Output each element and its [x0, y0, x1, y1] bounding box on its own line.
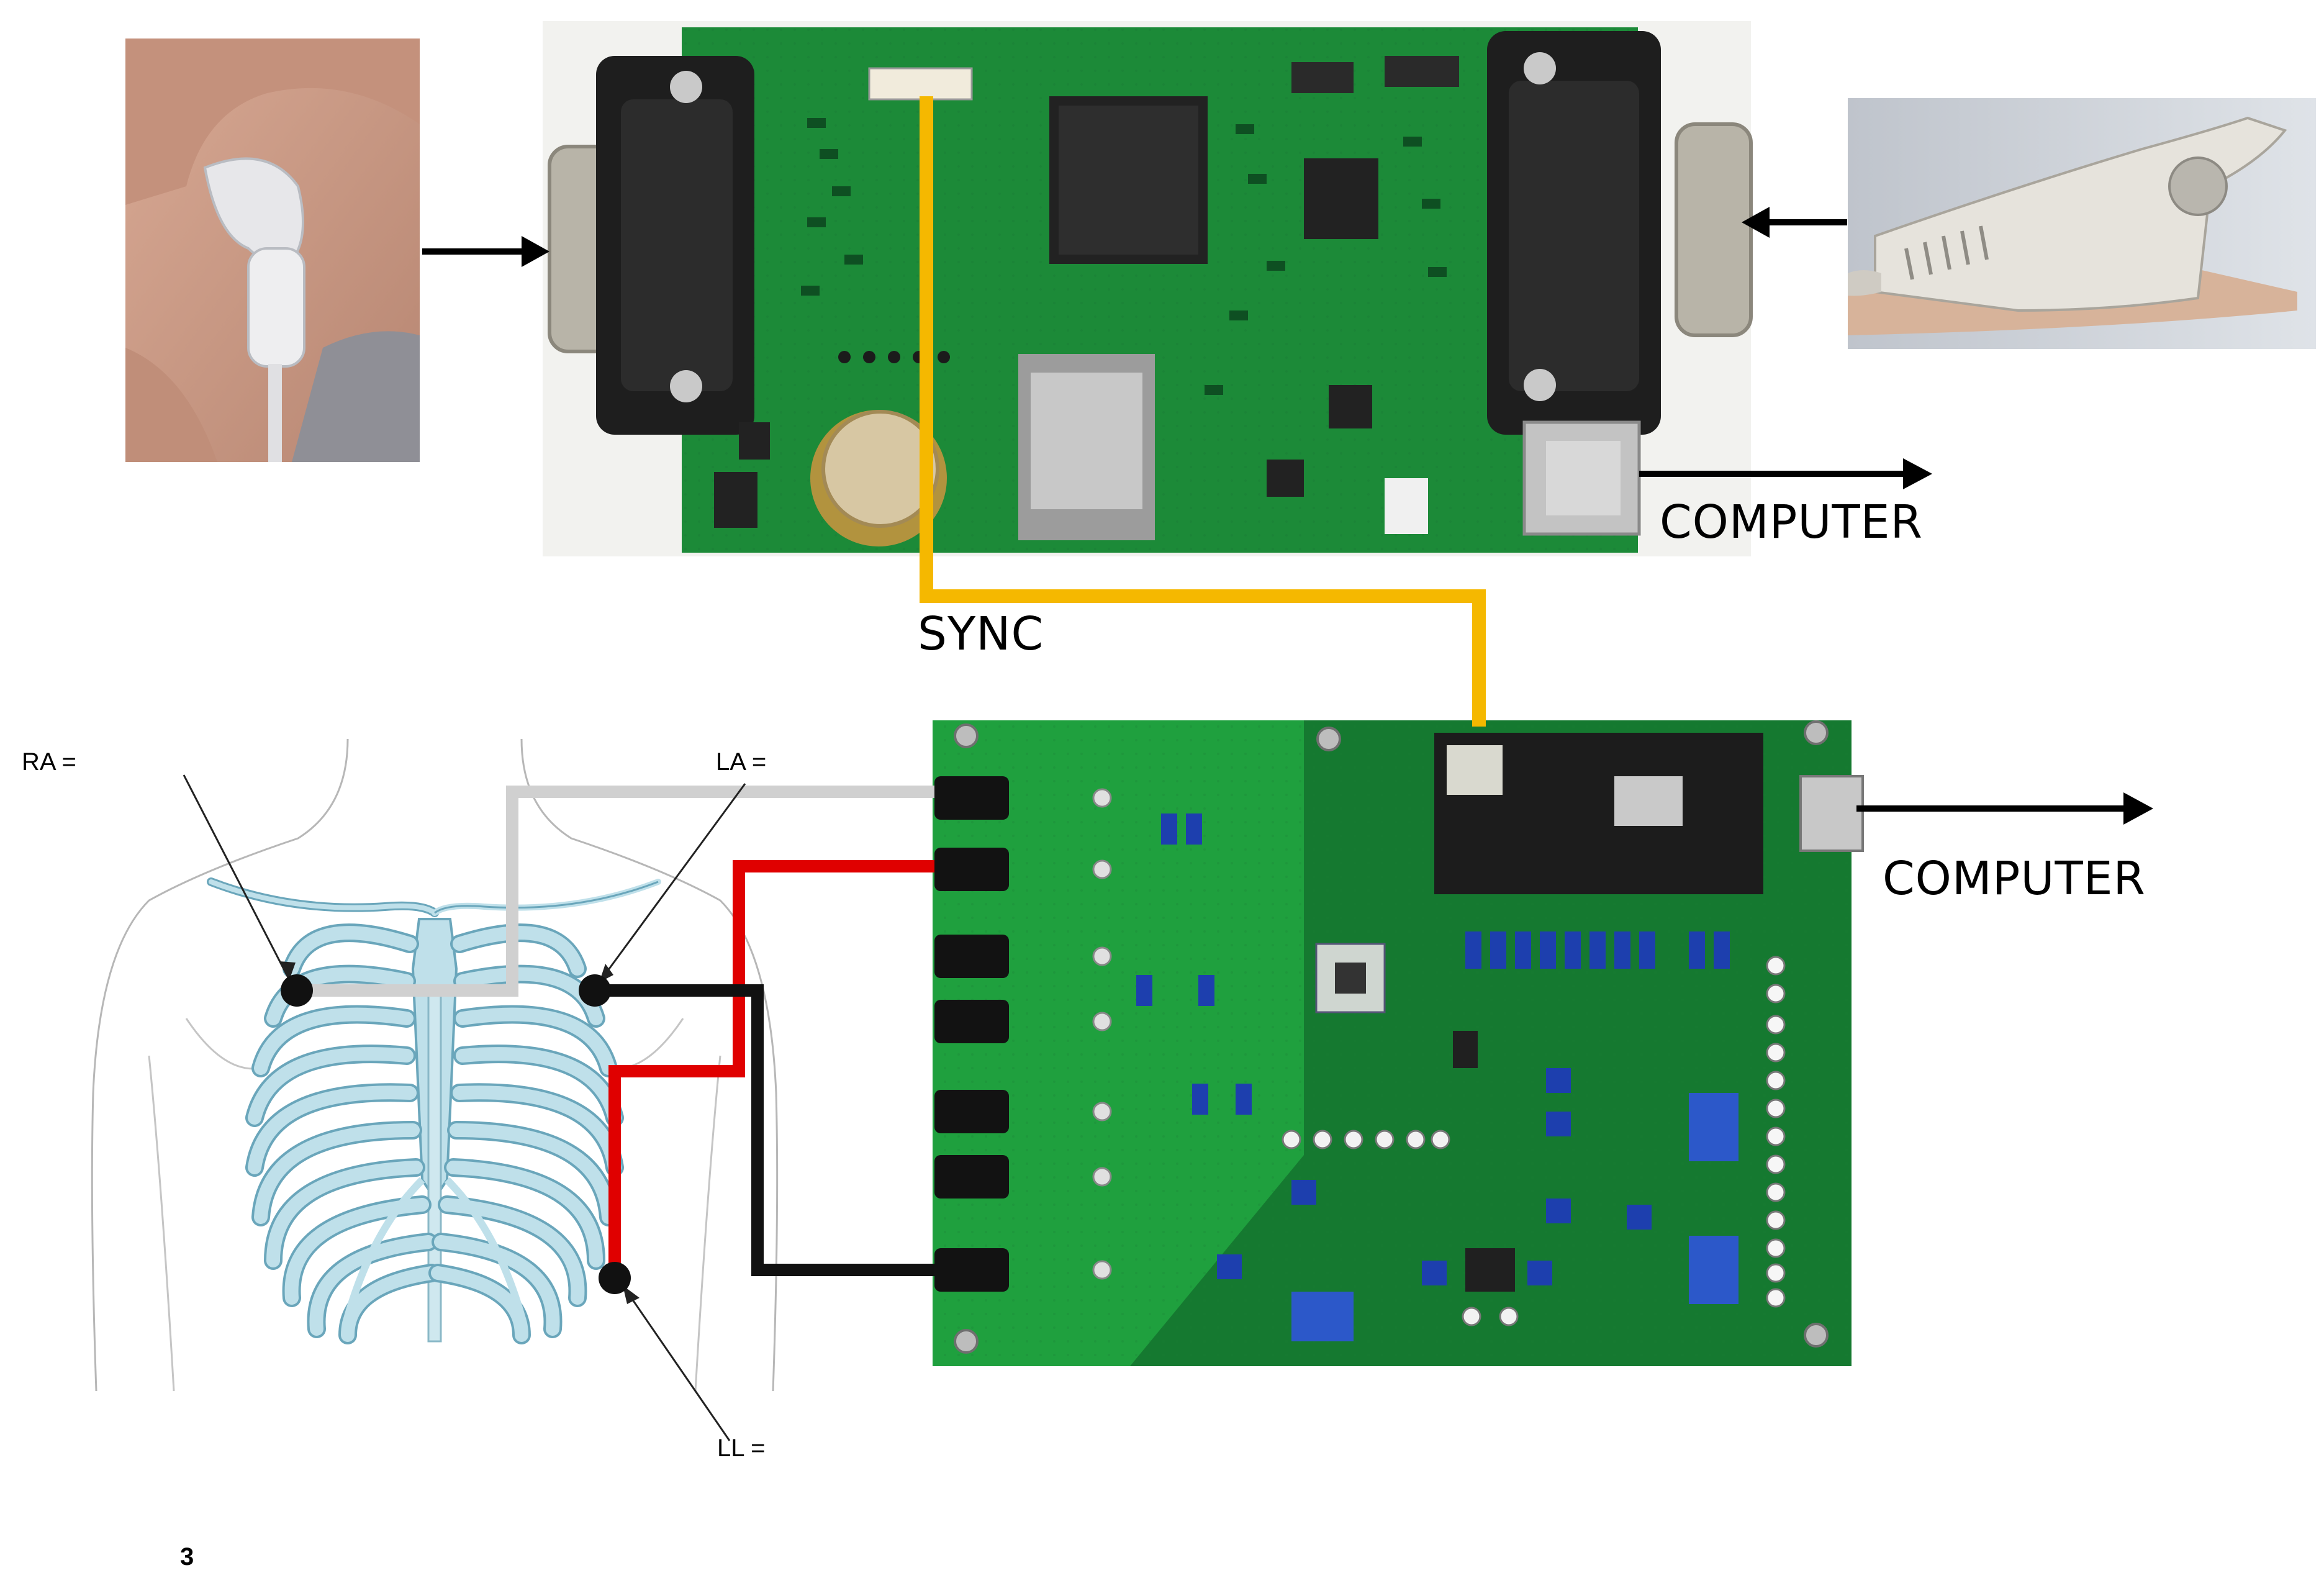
ll-wire: [608, 860, 934, 1278]
la-wire: [595, 984, 934, 1276]
la-electrode: [579, 974, 611, 1007]
arrow-left-icon: [1742, 207, 1847, 238]
electrode-leader-lines: [183, 774, 746, 1441]
arrow-right-icon: [422, 236, 549, 267]
ear-clip-sensor-photo: [125, 39, 420, 462]
electrode-dots: [281, 974, 631, 1294]
computer-label-bottom: COMPUTER: [1883, 852, 2146, 905]
page-number: 3: [180, 1543, 194, 1570]
ll-label: LL =: [717, 1434, 766, 1462]
arrow-right-icon: [1856, 792, 2153, 825]
computer-label-top: COMPUTER: [1660, 496, 1923, 549]
max30001-evkit-board-photo: [933, 720, 1864, 1366]
arrow-right-icon: [1639, 458, 1932, 489]
sync-wire: [920, 96, 1486, 727]
chest-ribcage-illustration: [91, 738, 779, 1392]
ra-electrode: [281, 974, 313, 1007]
sync-label: SYNC: [918, 607, 1044, 661]
ll-electrode: [599, 1262, 631, 1294]
la-label: LA =: [716, 748, 767, 776]
ra-label: RA =: [22, 748, 76, 776]
finger-clip-spo2-photo: [1848, 98, 2316, 349]
top-pcb-board-photo: [543, 21, 1753, 556]
electrode-jacks: [934, 776, 1009, 1292]
wires: [297, 96, 1486, 1278]
ra-wire: [297, 786, 934, 997]
arrows: [422, 207, 2153, 825]
